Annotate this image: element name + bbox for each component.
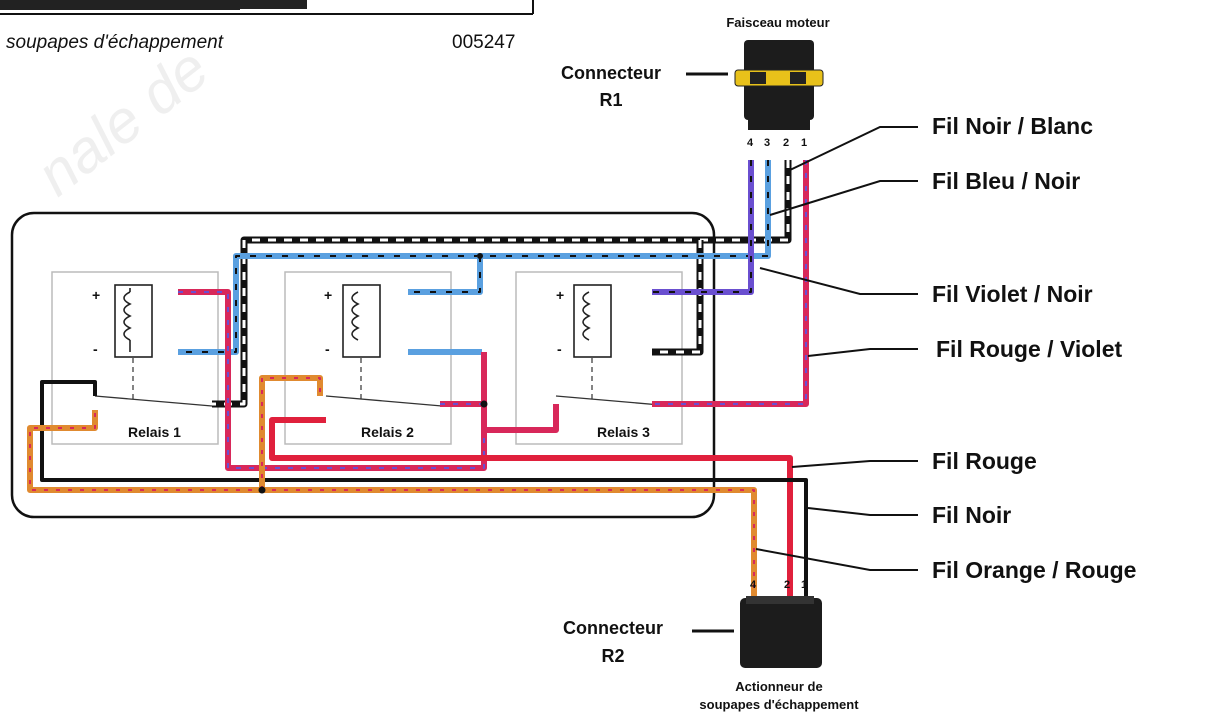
connector-r1-label-line2: R1 bbox=[599, 90, 622, 110]
relay-1-minus: - bbox=[93, 341, 98, 357]
wire-violet-noir bbox=[652, 160, 754, 295]
connector-r2: 4 2 1 Connecteur R2 Actionneur de soupap… bbox=[563, 579, 859, 712]
relay-3-label: Relais 3 bbox=[597, 424, 650, 440]
relay-2-label: Relais 2 bbox=[361, 424, 414, 440]
wire-rouge bbox=[269, 417, 793, 600]
relay-1: + - Relais 1 bbox=[51, 271, 219, 445]
wire-bleu-noir bbox=[178, 160, 771, 355]
connector-r1-title: Faisceau moteur bbox=[726, 15, 829, 30]
svg-text:nale de: nale de bbox=[24, 34, 220, 208]
connector-r1-label-line1: Connecteur bbox=[561, 63, 661, 83]
connector-r2-pin-1: 1 bbox=[801, 579, 807, 591]
connector-r1-pin-3: 3 bbox=[764, 137, 770, 149]
wire-orange-rouge bbox=[27, 375, 757, 600]
connector-r2-label-line1: Connecteur bbox=[563, 618, 663, 638]
relay-1-plus: + bbox=[92, 287, 100, 303]
connector-r1-pin-4: 4 bbox=[747, 137, 754, 149]
relay-1-label: Relais 1 bbox=[128, 424, 181, 440]
label-fil-violet-noir: Fil Violet / Noir bbox=[932, 281, 1093, 307]
connector-r1: Faisceau moteur 4 3 2 1 Connecteur R1 bbox=[561, 15, 830, 149]
callout-leaders bbox=[755, 126, 918, 571]
wire-noir-blanc bbox=[212, 160, 792, 408]
cropped-figure: soupapes d'échappement 005247 bbox=[0, 0, 534, 53]
label-fil-rouge-violet: Fil Rouge / Violet bbox=[936, 336, 1122, 362]
label-fil-noir: Fil Noir bbox=[932, 502, 1011, 528]
relay-2-plus: + bbox=[324, 287, 332, 303]
watermark: nale de bbox=[24, 34, 220, 208]
connector-r2-pin-4: 4 bbox=[750, 579, 757, 591]
label-fil-noir-blanc: Fil Noir / Blanc bbox=[932, 113, 1093, 139]
connector-r1-pin-1: 1 bbox=[801, 137, 807, 149]
figure-reference: 005247 bbox=[452, 32, 515, 53]
label-fil-rouge: Fil Rouge bbox=[932, 448, 1037, 474]
connector-r1-pin-2: 2 bbox=[783, 137, 789, 149]
wire-rouge-violet bbox=[178, 160, 809, 471]
connector-r2-title-line1: Actionneur de bbox=[735, 679, 822, 694]
connector-r2-pin-2: 2 bbox=[784, 579, 790, 591]
relay-3-plus: + bbox=[556, 287, 564, 303]
relay-module-housing bbox=[10, 211, 716, 519]
label-fil-bleu-noir: Fil Bleu / Noir bbox=[932, 168, 1080, 194]
relay-3-minus: - bbox=[557, 341, 562, 357]
wire-labels: Fil Noir / Blanc Fil Bleu / Noir Fil Vio… bbox=[932, 113, 1136, 583]
connector-r2-label-line2: R2 bbox=[601, 646, 624, 666]
label-fil-orange-rouge: Fil Orange / Rouge bbox=[932, 557, 1136, 583]
connector-r2-title-line2: soupapes d'échappement bbox=[699, 697, 859, 712]
relay-2-minus: - bbox=[325, 341, 330, 357]
relay-2: + - Relais 2 bbox=[284, 271, 452, 445]
figure-caption: soupapes d'échappement bbox=[6, 32, 224, 53]
relay-3: + - Relais 3 bbox=[515, 271, 683, 445]
junctions bbox=[258, 253, 488, 494]
